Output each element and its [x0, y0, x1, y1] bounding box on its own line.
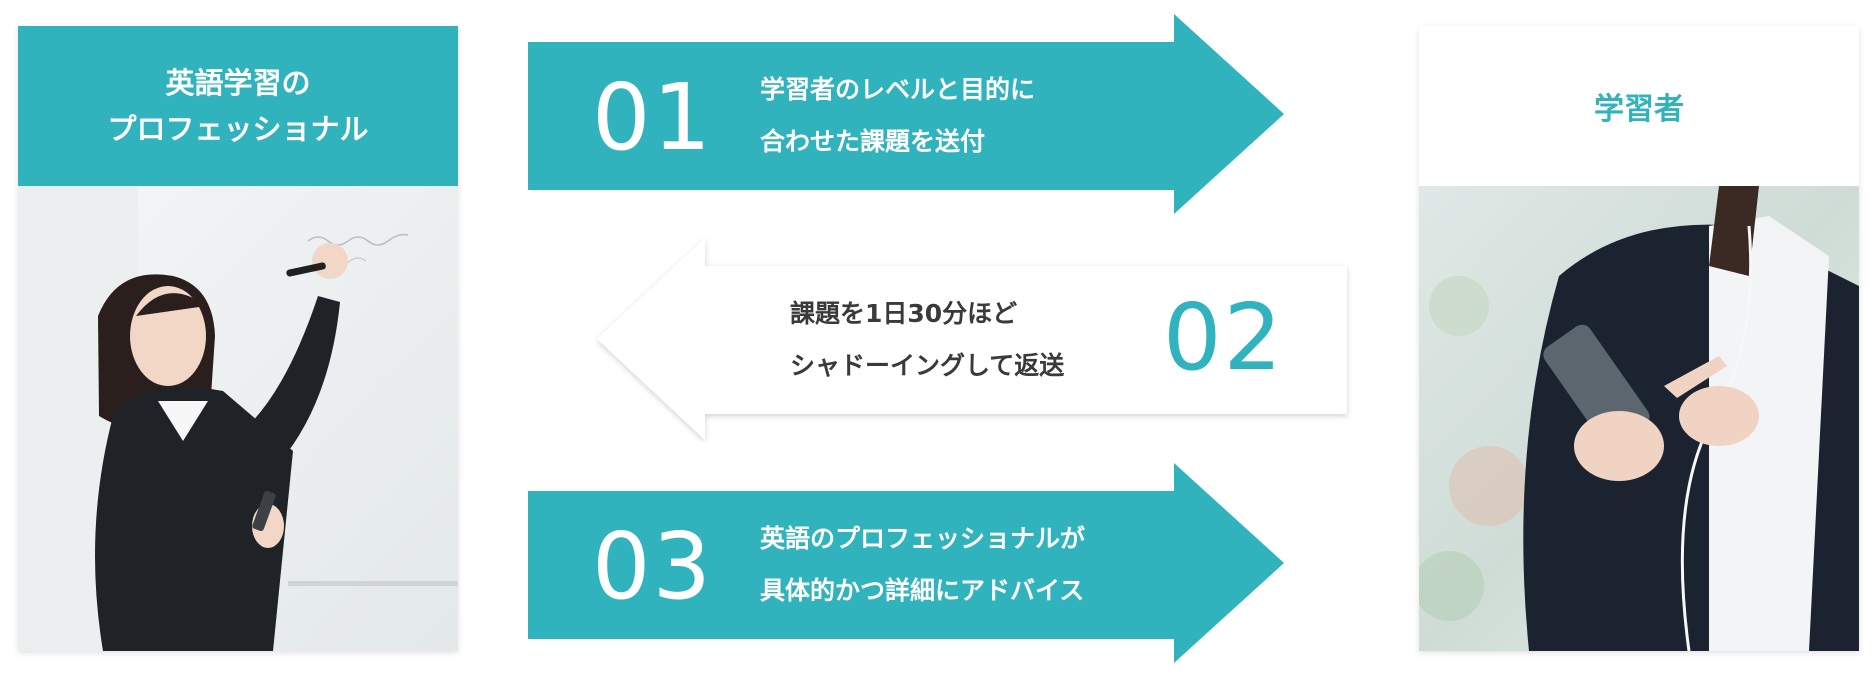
step-arrow-03: 03 英語のプロフェッショナルが 具体的かつ詳細にアドバイス	[528, 463, 1284, 663]
arrow-right-shape	[528, 463, 1284, 663]
learner-card: 学習者	[1419, 26, 1859, 651]
step-01-line-1: 学習者のレベルと目的に	[760, 75, 1036, 104]
step-description-02: 課題を1日30分ほど シャドーイングして返送	[790, 288, 1064, 392]
step-number-01: 01	[592, 64, 714, 171]
step-description-01: 学習者のレベルと目的に 合わせた課題を送付	[760, 64, 1035, 168]
arrow-left-shape	[597, 238, 1347, 440]
step-02-line-2: シャドーイングして返送	[790, 351, 1065, 380]
professional-card-header: 英語学習の プロフェッショナル	[18, 26, 458, 186]
learner-photo	[1419, 186, 1859, 651]
learner-card-header: 学習者	[1419, 26, 1859, 186]
step-03-line-2: 具体的かつ詳細にアドバイス	[760, 576, 1085, 605]
arrow-right-shape	[528, 14, 1284, 214]
step-number-02: 02	[1163, 284, 1285, 391]
step-02-line-1: 課題を1日30分ほど	[790, 299, 1018, 328]
step-description-03: 英語のプロフェッショナルが 具体的かつ詳細にアドバイス	[760, 513, 1085, 617]
professional-card: 英語学習の プロフェッショナル	[18, 26, 458, 651]
step-03-line-1: 英語のプロフェッショナルが	[760, 524, 1086, 553]
step-arrow-02: 課題を1日30分ほど シャドーイングして返送 02	[595, 236, 1355, 442]
teacher-photo	[18, 186, 458, 651]
professional-title-line-2: プロフェッショナル	[107, 112, 369, 146]
step-01-line-2: 合わせた課題を送付	[760, 127, 986, 156]
learner-title: 学習者	[1594, 92, 1684, 127]
step-number-03: 03	[592, 513, 714, 620]
professional-title-line-1: 英語学習の	[165, 66, 311, 100]
step-arrow-01: 01 学習者のレベルと目的に 合わせた課題を送付	[528, 14, 1284, 214]
